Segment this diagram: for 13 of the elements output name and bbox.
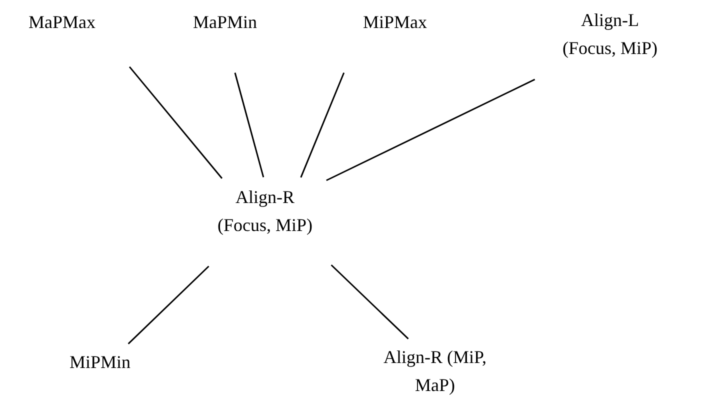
constraint-label: MaPMax: [28, 11, 96, 34]
constraint-label: MiPMax: [362, 11, 428, 34]
connector-line: [128, 266, 210, 344]
connector-line: [300, 72, 345, 178]
connector-line: [330, 264, 409, 340]
connector-line: [128, 66, 223, 179]
constraint-label: Align-L (Focus, MiP): [561, 9, 658, 60]
connector-line: [326, 78, 536, 182]
constraint-label: MaPMin: [192, 11, 258, 34]
constraint-label: Align-R (Focus, MiP): [216, 186, 314, 237]
constraint-label: MiPMin: [68, 351, 132, 374]
connector-line: [234, 72, 264, 178]
constraint-label: Align-R (MiP, MaP): [382, 346, 488, 397]
